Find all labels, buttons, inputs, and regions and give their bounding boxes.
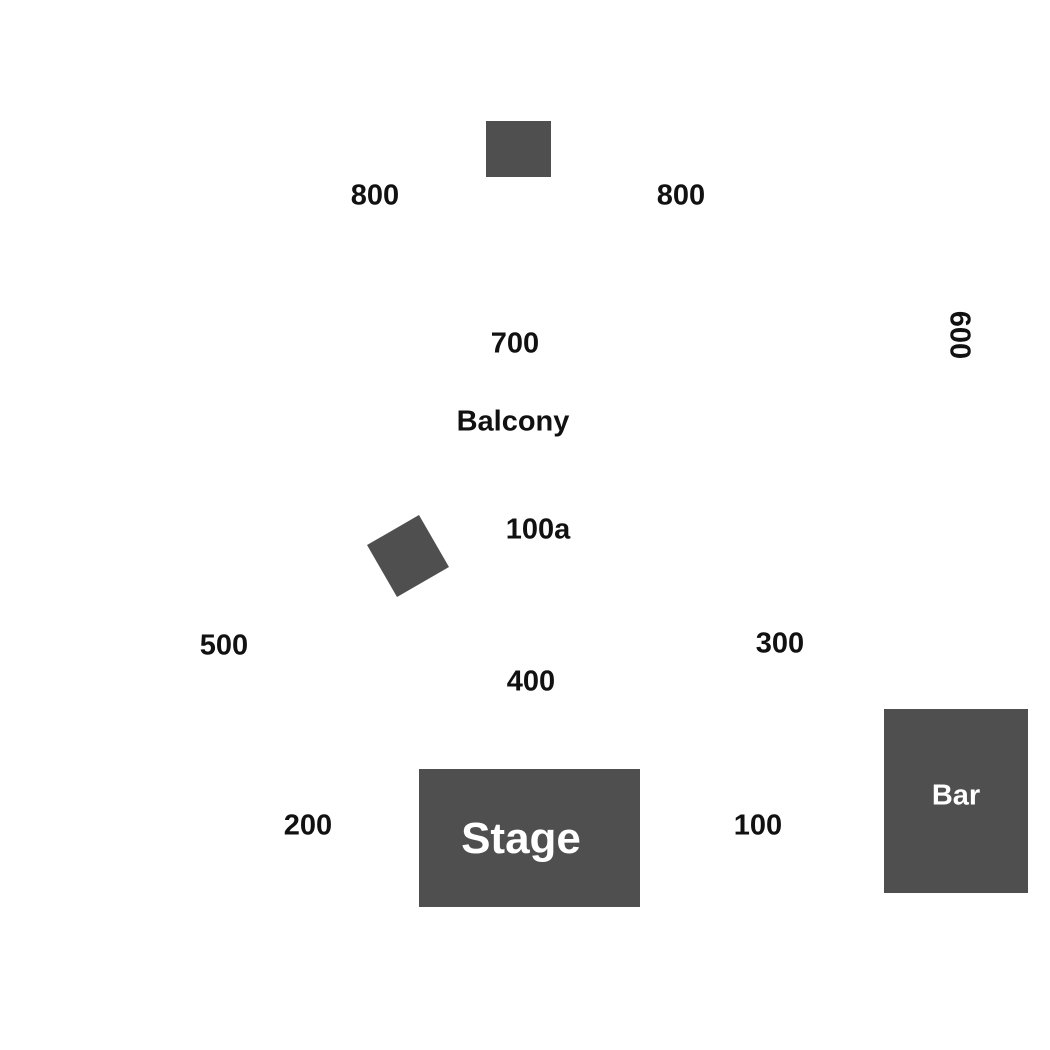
section-200[interactable]: 200 bbox=[283, 809, 333, 842]
section-balcony[interactable]: Balcony bbox=[456, 405, 570, 438]
section-500[interactable]: 500 bbox=[199, 629, 249, 662]
section-600[interactable]: 600 bbox=[943, 310, 976, 360]
section-800-left[interactable]: 800 bbox=[350, 179, 400, 212]
section-100[interactable]: 100 bbox=[733, 809, 783, 842]
section-700[interactable]: 700 bbox=[490, 327, 540, 360]
section-400[interactable]: 400 bbox=[506, 665, 556, 698]
stage-label: Stage bbox=[461, 814, 581, 863]
stage-block[interactable] bbox=[419, 769, 640, 907]
bar-label: Bar bbox=[931, 779, 981, 812]
rotated-fixture-block bbox=[367, 515, 449, 597]
section-800-right[interactable]: 800 bbox=[656, 179, 706, 212]
section-100a[interactable]: 100a bbox=[505, 513, 571, 546]
bar-block[interactable] bbox=[884, 709, 1028, 893]
section-300[interactable]: 300 bbox=[755, 627, 805, 660]
top-fixture-block bbox=[486, 121, 551, 177]
